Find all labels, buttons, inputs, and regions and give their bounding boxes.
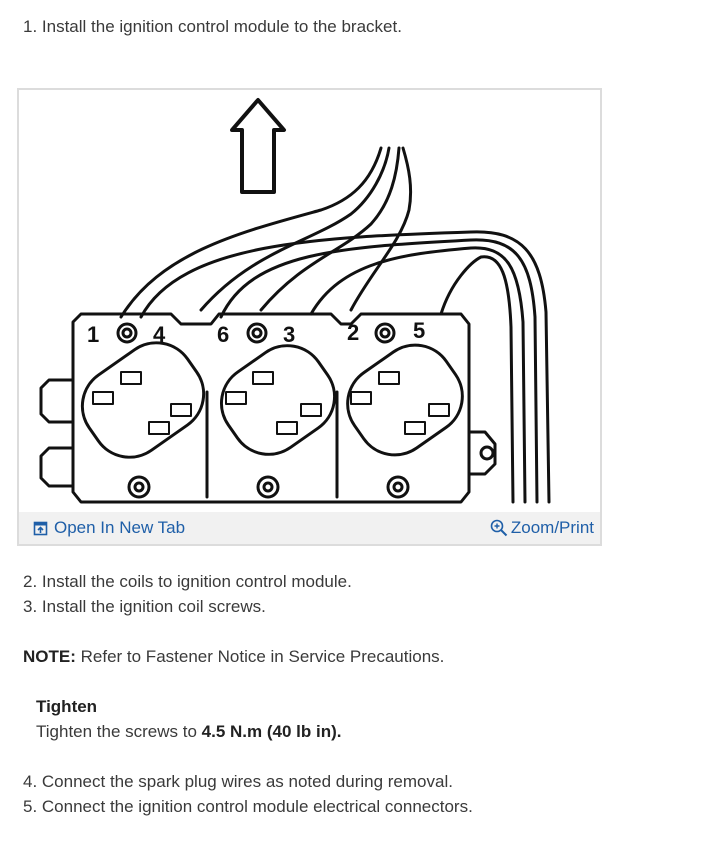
step-4: 4. Connect the spark plug wires as noted… <box>23 772 453 791</box>
tighten-text: Tighten the screws to <box>36 722 202 741</box>
open-in-new-tab-link[interactable]: Open In New Tab <box>33 518 185 538</box>
zoom-icon <box>490 519 508 537</box>
tighten-heading: Tighten <box>36 697 98 716</box>
note-label: NOTE: <box>23 647 76 666</box>
step-3: 3. Install the ignition coil screws. <box>23 597 266 616</box>
open-in-new-tab-label: Open In New Tab <box>54 518 186 537</box>
zoom-print-label: Zoom/Print <box>510 518 594 537</box>
note-text: Refer to Fastener Notice in Service Prec… <box>75 647 445 666</box>
coil-number-label: 4 <box>153 322 166 347</box>
torque-value: 4.5 N.m (40 lb in). <box>201 722 342 741</box>
figure-toolbar: Open In New Tab Zoom/Print <box>19 512 600 544</box>
coil-number-label: 3 <box>283 322 295 347</box>
step-5: 5. Connect the ignition control module e… <box>23 797 473 816</box>
coil-number-label: 2 <box>347 320 359 345</box>
coil-number-label: 5 <box>413 318 425 343</box>
coil-diagram: 1 4 6 3 2 5 <box>39 98 551 504</box>
coil-number-label: 6 <box>217 322 229 347</box>
figure-panel: 1 4 6 3 2 5 Open In New Tab Zoom/Print <box>17 88 602 546</box>
step-1: 1. Install the ignition control module t… <box>23 17 402 36</box>
coil-number-label: 1 <box>87 322 99 347</box>
tighten-instruction: Tighten the screws to 4.5 N.m (40 lb in)… <box>36 722 341 742</box>
note: NOTE: Refer to Fastener Notice in Servic… <box>23 647 444 667</box>
zoom-print-link[interactable]: Zoom/Print <box>490 518 594 538</box>
step-2: 2. Install the coils to ignition control… <box>23 572 352 591</box>
open-new-tab-icon <box>33 521 48 536</box>
